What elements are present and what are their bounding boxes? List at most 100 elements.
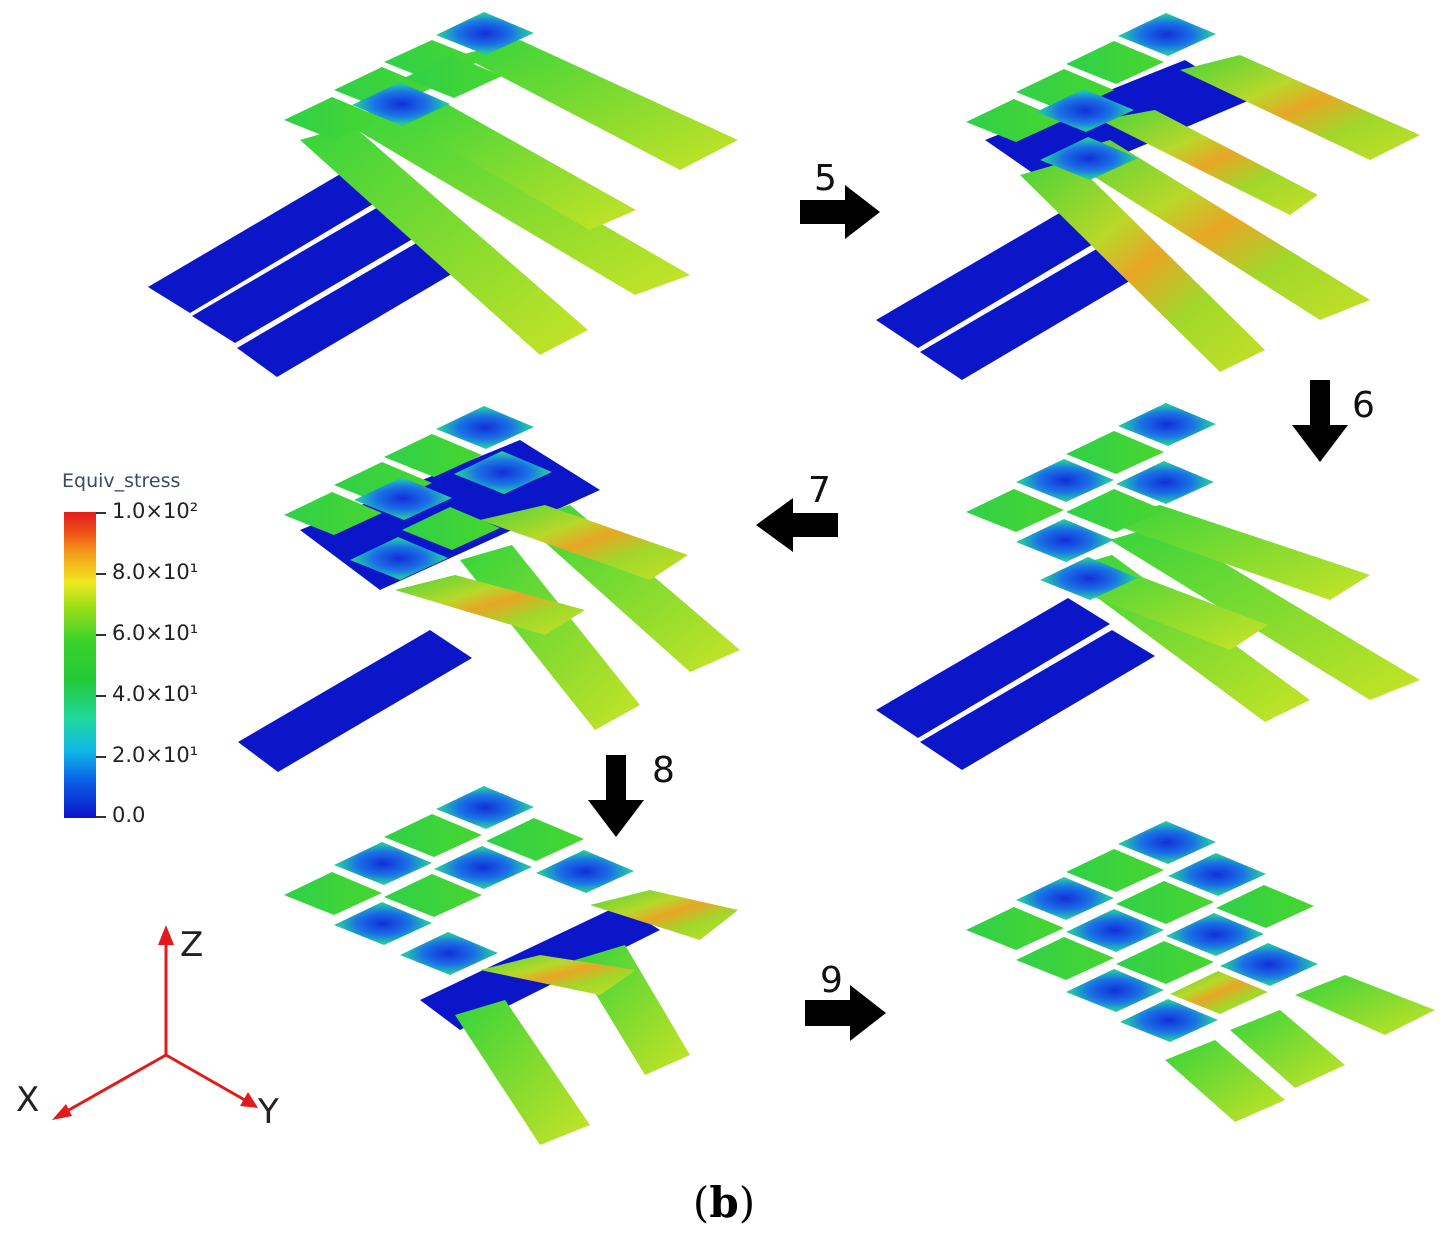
green-strip (1100, 110, 1318, 215)
legend-tick (96, 816, 106, 818)
left-arrow-icon (756, 498, 838, 552)
step-label-5: 5 (814, 158, 837, 199)
arrow-step-6 (1292, 380, 1348, 462)
legend-tick (96, 573, 106, 575)
green-strip (455, 1000, 590, 1145)
woven-square (434, 846, 532, 889)
panel-step-4 (148, 12, 738, 377)
woven-square (1066, 489, 1164, 532)
woven-square (354, 477, 452, 520)
legend-tick-label: 1.0×10² (112, 499, 199, 523)
green-strip (1060, 140, 1370, 320)
woven-square (1066, 849, 1164, 892)
z-axis-label: Z (180, 925, 204, 965)
woven-grid (284, 406, 552, 580)
arrow-step-9 (805, 985, 886, 1041)
arrow-step-5 (800, 185, 880, 239)
panel-step-8 (284, 786, 738, 1145)
woven-square (1166, 913, 1264, 956)
woven-grid (966, 821, 1318, 1042)
step-label-9: 9 (820, 960, 843, 1001)
step-label-6: 6 (1352, 385, 1375, 426)
green-strip (1020, 160, 1265, 372)
green-strip (390, 100, 636, 230)
coordinate-axes (52, 925, 258, 1120)
woven-square (384, 434, 482, 477)
woven-square (1118, 403, 1216, 446)
legend-colorbar (64, 512, 96, 818)
green-strip (480, 505, 688, 580)
woven-square (334, 462, 432, 505)
woven-square (1170, 971, 1268, 1014)
woven-square (1116, 881, 1214, 924)
woven-square (284, 492, 382, 535)
green-strip (300, 125, 588, 355)
figure-caption: (b) (0, 1178, 1448, 1227)
woven-square (1016, 937, 1114, 980)
legend-tick-label: 8.0×10¹ (112, 560, 199, 584)
woven-square (454, 451, 552, 494)
woven-square (1016, 877, 1114, 920)
y-axis-line (165, 1053, 251, 1105)
legend-tick-label: 6.0×10¹ (112, 621, 199, 645)
green-strip (1295, 975, 1435, 1035)
caption-paren-close: ) (738, 1178, 756, 1227)
legend-tick (96, 634, 106, 636)
green-strip (460, 40, 738, 170)
woven-square (284, 97, 382, 140)
green-strip (1230, 1010, 1345, 1088)
legend-tick-label: 2.0×10¹ (112, 743, 199, 767)
y-axis-arrowhead (240, 1092, 258, 1108)
down-arrow-icon (1292, 380, 1348, 462)
green-strip (590, 890, 738, 940)
woven-square (334, 902, 432, 945)
panel-step-5 (876, 13, 1420, 380)
caption-letter: b (709, 1178, 739, 1227)
woven-square (1118, 13, 1216, 56)
step-label-7: 7 (808, 470, 831, 511)
woven-square (334, 842, 432, 885)
woven-square (1216, 885, 1314, 928)
woven-square (384, 814, 482, 857)
woven-square (1016, 519, 1114, 562)
woven-square (402, 507, 500, 550)
woven-square (1066, 969, 1164, 1012)
green-strip (480, 955, 636, 995)
woven-square (486, 818, 584, 861)
blue-strip (920, 630, 1155, 770)
x-axis-label: X (16, 1080, 40, 1120)
woven-square (1116, 461, 1214, 504)
woven-square (1040, 137, 1138, 180)
woven-square (1066, 431, 1164, 474)
woven-square (400, 932, 498, 975)
woven-square (966, 489, 1064, 532)
woven-square (1066, 41, 1164, 84)
y-axis-label: Y (258, 1092, 279, 1132)
woven-square (384, 40, 482, 82)
legend-title: Equiv_stress (62, 470, 181, 492)
woven-square (352, 82, 450, 126)
blue-strip (876, 598, 1110, 738)
legend-tick (96, 512, 106, 514)
woven-grid (284, 786, 634, 975)
green-strip (340, 105, 690, 295)
green-strip (1100, 505, 1370, 600)
legend-tick (96, 695, 106, 697)
woven-square (350, 537, 448, 580)
woven-square (436, 406, 534, 449)
blue-strip (876, 208, 1110, 348)
panel-step-9 (966, 821, 1435, 1122)
right-arrow-icon (805, 985, 886, 1041)
blue-strip (237, 235, 472, 377)
woven-square (436, 786, 534, 829)
woven-square (1116, 941, 1214, 984)
green-strip (1110, 525, 1420, 700)
green-strip (1165, 1040, 1285, 1122)
panel-step-6 (876, 403, 1420, 770)
woven-square (536, 850, 634, 893)
z-axis-arrowhead (158, 925, 174, 945)
x-axis-arrowhead (52, 1104, 72, 1120)
blue-strip (920, 240, 1155, 380)
blue-strip (148, 173, 383, 313)
